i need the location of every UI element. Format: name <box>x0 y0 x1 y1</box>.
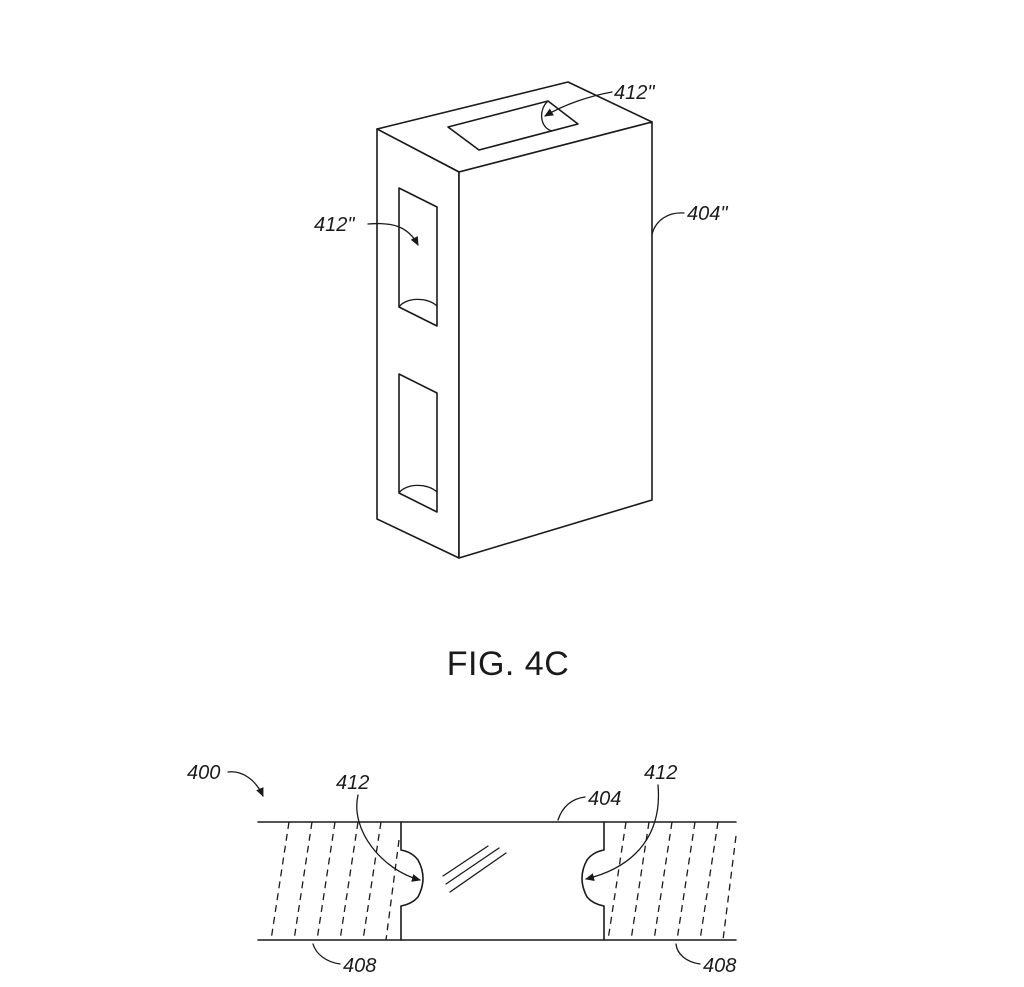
left-region-408-hatching <box>270 821 400 941</box>
label-center-block: 404 <box>588 788 621 810</box>
block-left-face <box>376 128 460 559</box>
label-block: 404" <box>687 203 728 225</box>
leader-right-region <box>675 943 701 965</box>
leader-left-notch <box>356 794 421 882</box>
leader-assembly <box>227 771 264 797</box>
label-right-notch: 412 <box>644 762 677 784</box>
lower-side-opening <box>398 373 438 513</box>
block-front-face <box>458 121 653 559</box>
left-notch-edge <box>400 821 424 941</box>
figure-caption: FIG. 4C <box>447 645 570 683</box>
top-opening-inner-curve <box>541 100 553 132</box>
top-opening <box>447 100 579 151</box>
leader-block <box>651 212 685 235</box>
label-right-region: 408 <box>703 955 736 977</box>
leader-right-notch <box>585 784 660 882</box>
label-left-notch: 412 <box>336 772 369 794</box>
upper-side-opening-curve <box>398 298 438 308</box>
leader-center-block <box>557 796 586 821</box>
isometric-block-404-double-prime <box>376 81 653 559</box>
cross-section-view <box>257 821 737 941</box>
upper-side-opening <box>398 187 438 327</box>
lower-side-opening-curve <box>398 484 438 494</box>
label-top-opening: 412" <box>614 82 655 104</box>
right-notch-edge <box>581 821 605 941</box>
label-assembly: 400 <box>187 762 220 784</box>
leader-side-opening <box>367 222 419 246</box>
right-region-408-hatching <box>607 821 737 941</box>
glass-reflection-lines <box>442 845 507 893</box>
label-side-opening: 412" <box>314 214 355 236</box>
leader-top-opening <box>544 91 613 117</box>
label-left-region: 408 <box>343 955 376 977</box>
leader-left-region <box>312 943 341 965</box>
